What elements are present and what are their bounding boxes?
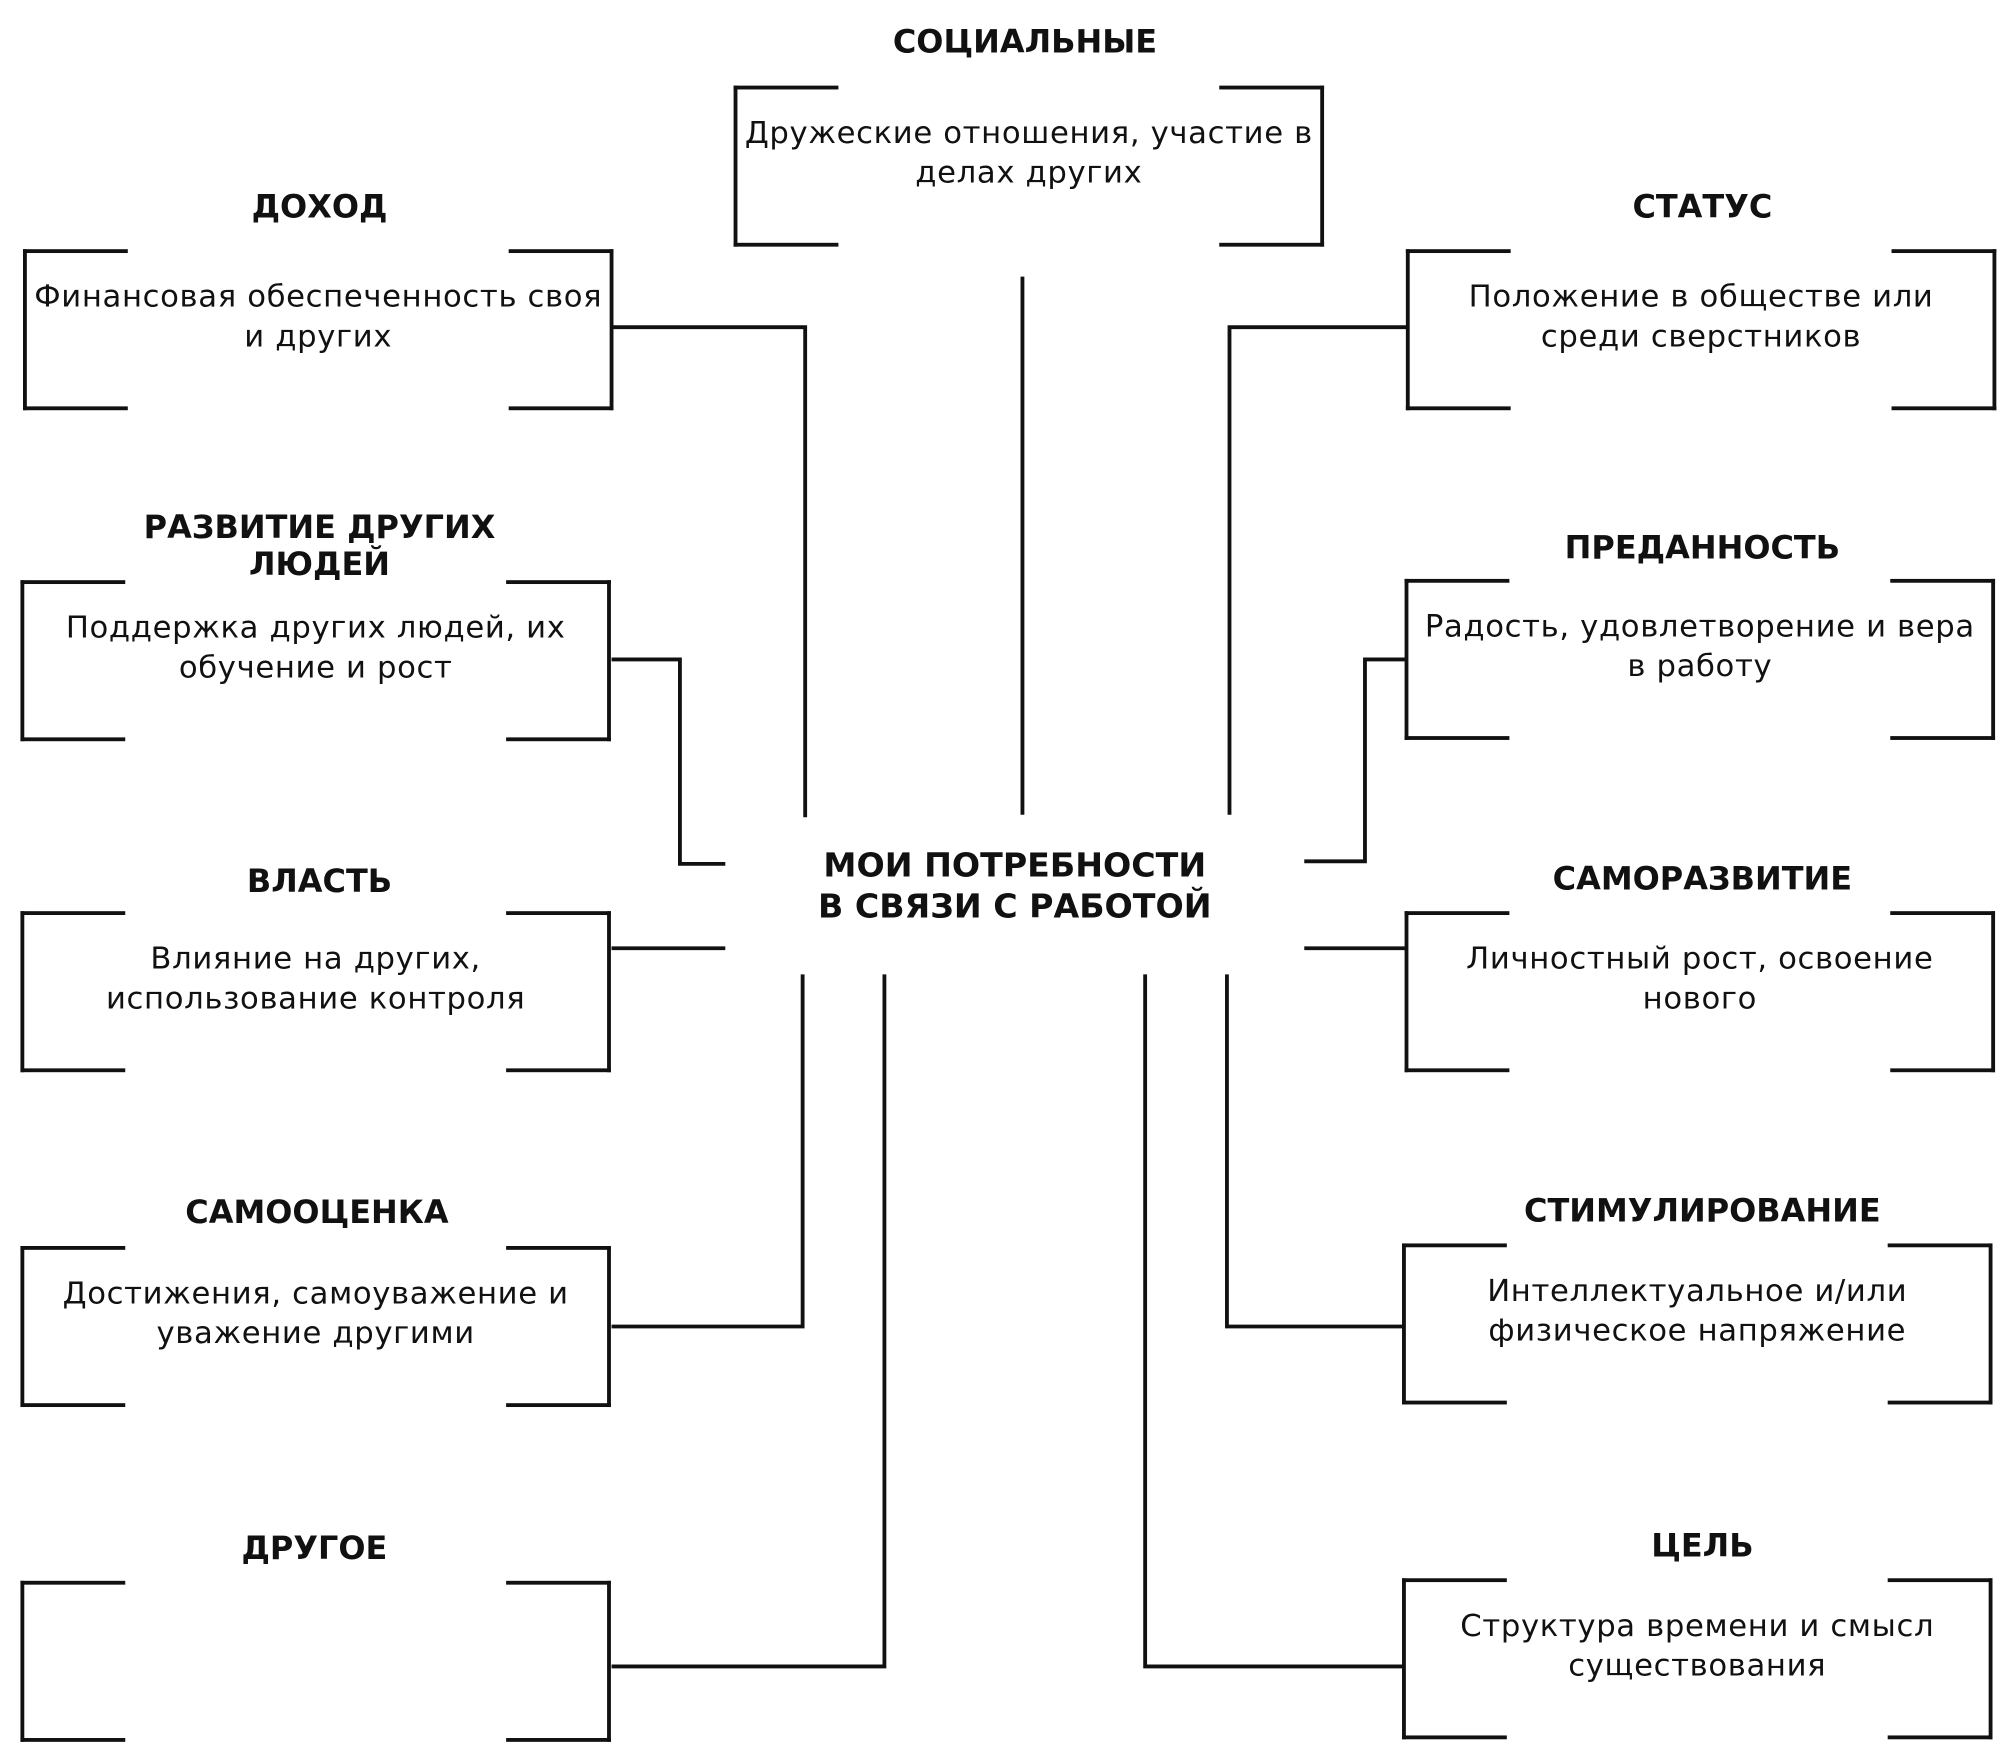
self-development-title: САМОРАЗВИТИЕ [1552, 860, 1853, 898]
development-others-title-line-1: РАЗВИТИЕ ДРУГИХ [143, 508, 496, 546]
connector-income [611, 325, 808, 818]
status-box: Положение в обществе или среди сверстник… [1405, 249, 1997, 411]
self-esteem-title: САМООЦЕНКА [185, 1193, 449, 1231]
power-box: Влияние на других, использование контрол… [20, 911, 611, 1073]
self-esteem-box: Достижения, самоуважение и уважение друг… [20, 1245, 611, 1408]
income-box: Финансовая обеспеченность своя и других [23, 249, 614, 411]
development-others-title-line-2: ЛЮДЕЙ [248, 545, 391, 583]
connector-self-esteem [611, 974, 805, 1329]
goal-title: ЦЕЛЬ [1651, 1527, 1754, 1565]
income-text: Финансовая обеспеченность своя и других [34, 278, 603, 354]
connector-development-others [611, 657, 726, 866]
self-development-box: Личностный рост, освоение нового [1404, 911, 1996, 1073]
devotion-box: Радость, удовлетворение и вера в работу [1404, 578, 1996, 740]
connector-devotion [1304, 657, 1408, 864]
stimulation-box: Интеллектуальное и/или физическое напряж… [1402, 1243, 1993, 1405]
stimulation-title: СТИМУЛИРОВАНИЕ [1524, 1192, 1881, 1230]
center-title-line-1: МОИ ПОТРЕБНОСТИ [823, 847, 1207, 886]
development-others-title: РАЗВИТИЕ ДРУГИХ ЛЮДЕЙ [38, 509, 600, 583]
social-text: Дружеские отношения, участие в делах дру… [744, 115, 1313, 191]
connector-stimulation [1225, 974, 1406, 1329]
center-title-line-2: В СВЯЗИ С РАБОТОЙ [818, 888, 1212, 927]
stimulation-text: Интеллектуальное и/или физическое напряж… [1487, 1272, 1908, 1349]
other-box [20, 1580, 611, 1742]
devotion-title: ПРЕДАННОСТЬ [1564, 529, 1841, 567]
goal-box: Структура времени и смысл существования [1402, 1578, 1993, 1740]
connector-goal [1143, 974, 1406, 1669]
center-node: МОИ ПОТРЕБНОСТИ В СВЯЗИ С РАБОТОЙ [734, 846, 1296, 928]
other-title: ДРУГОЕ [241, 1529, 388, 1567]
self-esteem-text: Достижения, самоуважение и уважение друг… [62, 1275, 569, 1351]
connector-status [1227, 325, 1408, 815]
goal-text: Структура времени и смысл существования [1460, 1607, 1935, 1684]
social-box: Дружеские отношения, участие в делах дру… [733, 85, 1325, 247]
social-title: СОЦИАЛЬНЫЕ [892, 23, 1158, 61]
development-others-text: Поддержка других людей, их обучение и ро… [65, 609, 566, 685]
status-text: Положение в обществе или среди сверстник… [1468, 278, 1934, 354]
income-title: ДОХОД [251, 187, 388, 225]
power-title: ВЛАСТЬ [246, 862, 393, 900]
self-development-text: Личностный рост, освоение нового [1466, 940, 1934, 1016]
connector-other [611, 974, 887, 1669]
development-others-box: Поддержка других людей, их обучение и ро… [20, 580, 611, 742]
power-text: Влияние на других, использование контрол… [105, 940, 526, 1016]
status-title: СТАТУС [1632, 187, 1773, 225]
devotion-text: Радость, удовлетворение и вера в работу [1424, 608, 1975, 684]
